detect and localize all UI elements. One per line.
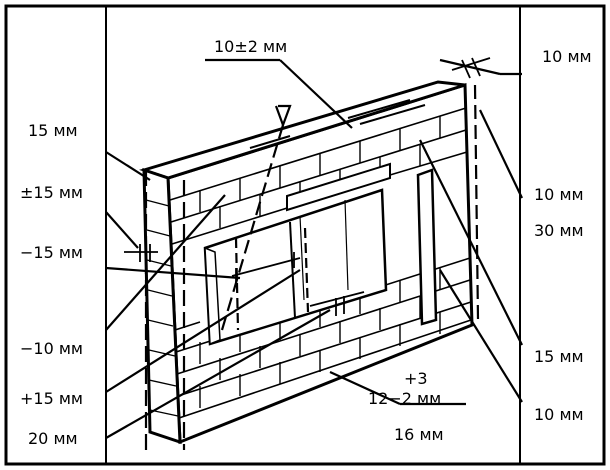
window-lintel xyxy=(286,162,391,212)
label-top-center: 10±2 мм xyxy=(214,37,287,56)
label-left-minus15: −15 мм xyxy=(20,243,83,262)
label-right-15: 15 мм xyxy=(534,347,584,366)
label-right-10b: 10 мм xyxy=(534,405,584,424)
label-left-15: 15 мм xyxy=(28,121,78,140)
label-right-30: 30 мм xyxy=(534,221,584,240)
outer-frame xyxy=(4,4,606,466)
pilaster xyxy=(416,168,438,326)
label-left-minus10: −10 мм xyxy=(20,339,83,358)
label-bottom-12: 12−2 мм xyxy=(368,389,441,408)
wall-end-face xyxy=(142,167,182,445)
label-bottom-plus3: +3 xyxy=(404,369,428,388)
top-hatch xyxy=(249,99,426,149)
leader-lines xyxy=(105,58,523,450)
label-right-10: 10 мм xyxy=(534,185,584,204)
label-left-20: 20 мм xyxy=(28,429,78,448)
window-reveal xyxy=(204,246,221,346)
brick-wall xyxy=(139,80,474,445)
label-bottom-16: 16 мм xyxy=(394,425,444,444)
window-mullion xyxy=(289,221,296,319)
label-top-right: 10 мм xyxy=(542,47,592,66)
dimension-ticks xyxy=(124,57,491,316)
label-left-pm15: ±15 мм xyxy=(20,183,83,202)
label-left-plus15: +15 мм xyxy=(20,389,83,408)
